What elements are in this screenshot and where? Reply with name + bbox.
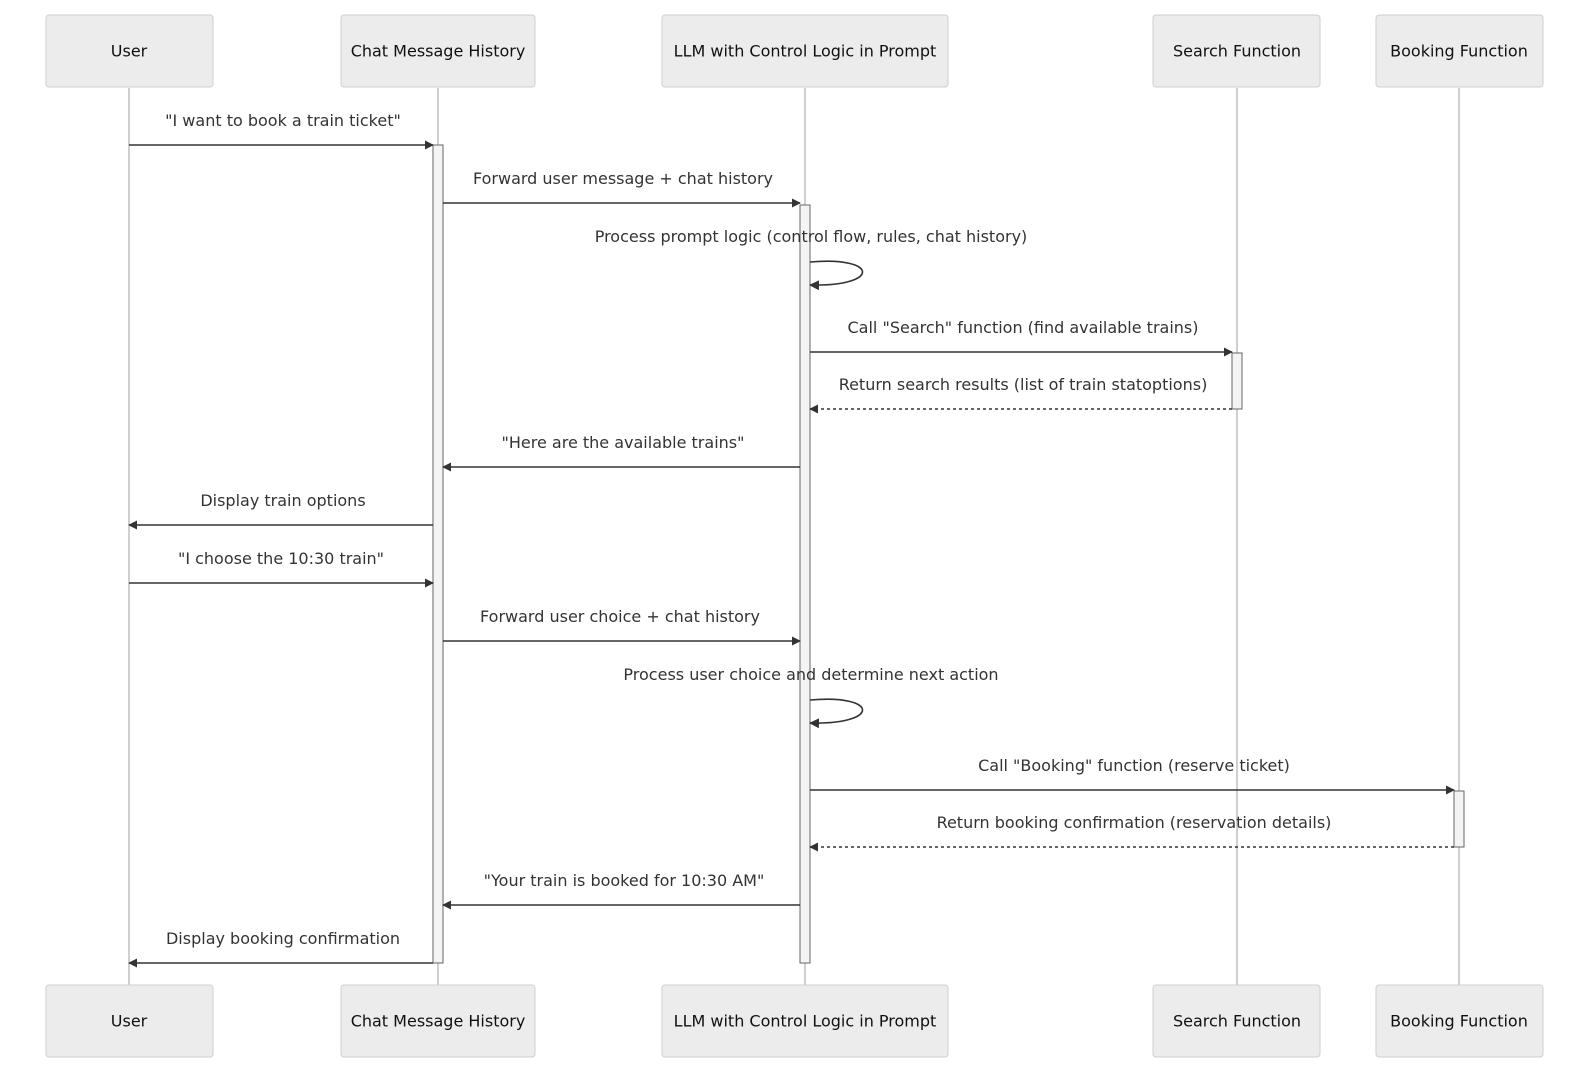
self-message-loop [809,260,864,291]
message-1[interactable]: Forward user message + chat history [443,169,801,208]
participant-llm-bottom[interactable]: LLM with Control Logic in Prompt [661,984,949,1058]
participant-chat-message-history-bottom[interactable]: Chat Message History [340,984,536,1058]
participant-label: User [111,1012,148,1031]
activation-llm [799,204,811,964]
self-message-loop [809,698,864,729]
participant-label: Booking Function [1390,42,1528,61]
message-label: "I choose the 10:30 train" [178,549,384,568]
message-8[interactable]: Forward user choice + chat history [443,607,801,646]
message-2[interactable]: Process prompt logic (control flow, rule… [595,227,1028,291]
message-7[interactable]: "I choose the 10:30 train" [129,549,434,588]
message-11[interactable]: Return booking confirmation (reservation… [809,813,1454,852]
message-label: Forward user message + chat history [473,169,773,188]
message-13[interactable]: Display booking confirmation [128,929,433,968]
activation-bars [432,144,1465,964]
message-label: "Here are the available trains" [502,433,745,452]
participant-search-function-bottom[interactable]: Search Function [1152,984,1321,1058]
participant-label: Chat Message History [351,1012,526,1031]
lifelines [128,88,1460,985]
participant-label: User [111,42,148,61]
message-label: "I want to book a train ticket" [165,111,401,130]
activation-booking-function [1453,790,1465,848]
participant-label: Search Function [1173,1012,1301,1031]
participants-bottom: User Chat Message History LLM with Contr… [45,984,1544,1058]
participant-label: Chat Message History [351,42,526,61]
participant-label: LLM with Control Logic in Prompt [674,1012,937,1031]
participant-label: LLM with Control Logic in Prompt [674,42,937,61]
message-label: "Your train is booked for 10:30 AM" [484,871,765,890]
participant-user-bottom[interactable]: User [45,984,214,1058]
participant-label: Search Function [1173,42,1301,61]
message-label: Process user choice and determine next a… [623,665,998,684]
participant-search-function-top[interactable]: Search Function [1152,14,1321,88]
participants-top: User Chat Message History LLM with Contr… [45,14,1544,88]
participant-user-top[interactable]: User [45,14,214,88]
message-0[interactable]: "I want to book a train ticket" [129,111,434,150]
message-6[interactable]: Display train options [128,491,433,530]
message-label: Return search results (list of train sta… [839,375,1208,394]
message-label: Display booking confirmation [166,929,400,948]
message-3[interactable]: Call "Search" function (find available t… [810,318,1233,357]
message-10[interactable]: Call "Booking" function (reserve ticket) [810,756,1455,795]
activation-chat-message-history [432,144,444,964]
message-label: Call "Booking" function (reserve ticket) [978,756,1290,775]
message-5[interactable]: "Here are the available trains" [442,433,800,472]
participant-booking-function-top[interactable]: Booking Function [1375,14,1544,88]
message-label: Process prompt logic (control flow, rule… [595,227,1028,246]
message-9[interactable]: Process user choice and determine next a… [623,665,999,729]
participant-llm-top[interactable]: LLM with Control Logic in Prompt [661,14,949,88]
messages: "I want to book a train ticket" Forward … [128,111,1455,968]
message-label: Return booking confirmation (reservation… [937,813,1332,832]
participant-label: Booking Function [1390,1012,1528,1031]
message-label: Call "Search" function (find available t… [848,318,1199,337]
participant-booking-function-bottom[interactable]: Booking Function [1375,984,1544,1058]
participant-chat-message-history-top[interactable]: Chat Message History [340,14,536,88]
activation-search-function [1231,352,1243,410]
message-label: Display train options [200,491,365,510]
message-4[interactable]: Return search results (list of train sta… [809,375,1232,414]
message-12[interactable]: "Your train is booked for 10:30 AM" [442,871,800,910]
message-label: Forward user choice + chat history [480,607,760,626]
